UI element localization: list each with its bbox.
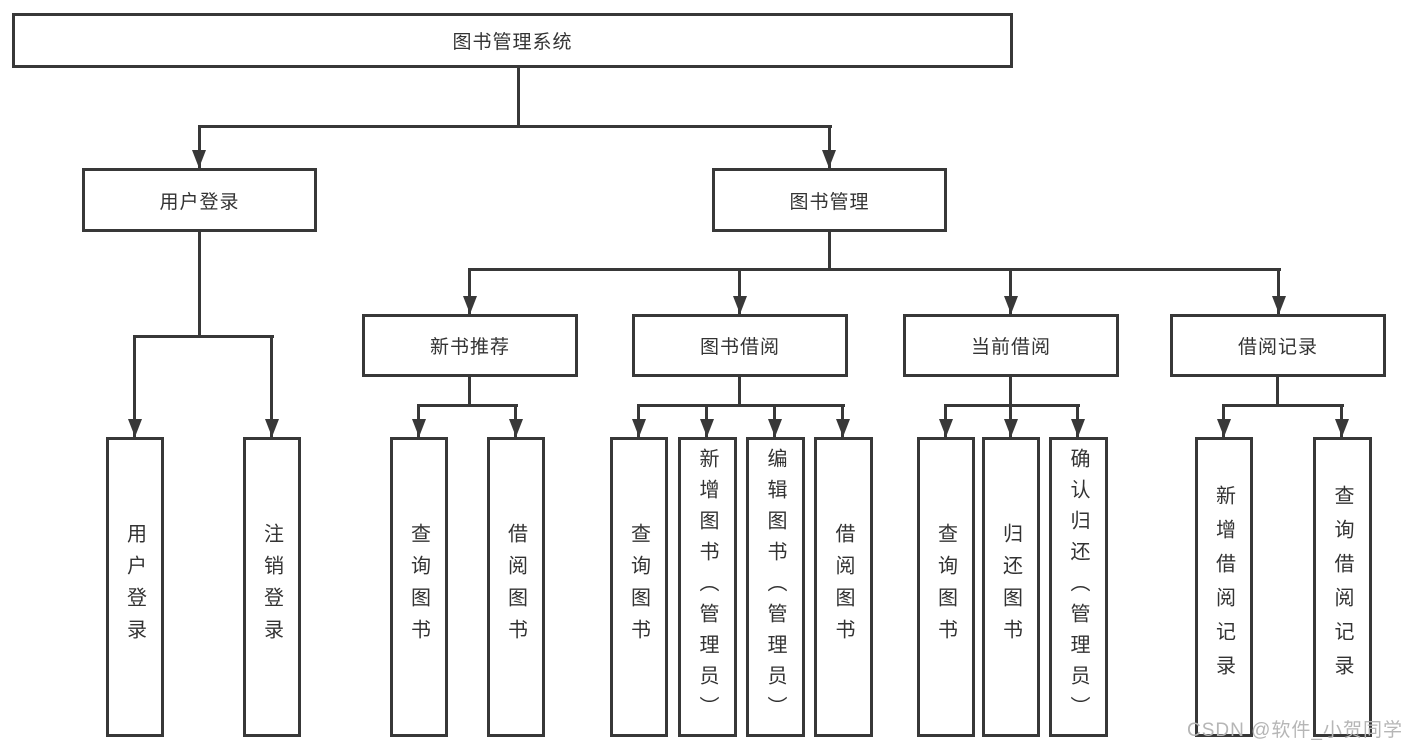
leaf-current-query: 查询图书: [917, 437, 975, 737]
arrow-down-icon: [632, 419, 646, 437]
leaf-logout-label: 注销登录: [260, 523, 283, 651]
leaf-current-return: 归还图书: [982, 437, 1040, 737]
node-user-login: 用户登录: [82, 168, 317, 232]
connector-drop-current-borrowing: [1009, 268, 1012, 314]
leaf-records-query-label: 查询借阅记录: [1331, 485, 1353, 689]
connector-current-borrowing-stem: [1009, 377, 1012, 407]
arrow-down-icon: [192, 150, 206, 168]
connector-drop-borrow-records: [1277, 268, 1280, 314]
connector-user-login-elbow: [133, 335, 274, 338]
node-book-borrowing: 图书借阅: [632, 314, 848, 377]
arrow-down-icon: [1335, 419, 1349, 437]
leaf-borrowing-borrow-label: 借阅图书: [832, 523, 854, 651]
arrow-down-icon: [412, 419, 426, 437]
connector-drop-user-login: [198, 125, 201, 168]
node-borrow-records: 借阅记录: [1170, 314, 1386, 377]
leaf-borrowing-borrow: 借阅图书: [814, 437, 873, 737]
arrow-down-icon: [836, 419, 850, 437]
leaf-newbooks-query: 查询图书: [390, 437, 448, 737]
arrow-down-icon: [768, 419, 782, 437]
csdn-watermark: CSDN @软件_小贺同学: [1187, 720, 1403, 741]
leaf-current-confirm-admin: 确认归还（管理员）: [1049, 437, 1108, 737]
node-book-management: 图书管理: [712, 168, 947, 232]
arrow-down-icon: [733, 296, 747, 314]
arrow-down-icon: [1004, 419, 1018, 437]
leaf-borrowing-query: 查询图书: [610, 437, 668, 737]
arrow-down-icon: [822, 150, 836, 168]
node-current-borrowing: 当前借阅: [903, 314, 1119, 377]
node-book-borrowing-label: 图书借阅: [699, 337, 780, 358]
arrow-down-icon: [509, 419, 523, 437]
leaf-current-query-label: 查询图书: [934, 523, 957, 651]
node-root: 图书管理系统: [12, 13, 1013, 68]
leaf-user-login-label: 用户登录: [123, 523, 146, 651]
leaf-newbooks-borrow-label: 借阅图书: [504, 523, 527, 651]
leaf-current-confirm-admin-label: 确认归还（管理员）: [1067, 447, 1089, 727]
leaf-user-login: 用户登录: [106, 437, 164, 737]
arrow-down-icon: [265, 419, 279, 437]
arrow-down-icon: [1071, 419, 1085, 437]
connector-drop-leaf-user-login: [133, 335, 136, 437]
connector-current-borrowing-elbow: [944, 404, 1080, 407]
leaf-newbooks-borrow: 借阅图书: [487, 437, 545, 737]
connector-new-books-elbow: [417, 404, 518, 407]
connector-drop-book-borrowing: [738, 268, 741, 314]
node-root-label: 图书管理系统: [452, 32, 573, 53]
arrow-down-icon: [939, 419, 953, 437]
leaf-borrowing-add-admin: 新增图书（管理员）: [678, 437, 737, 737]
connector-borrow-records-elbow: [1222, 404, 1344, 407]
node-current-borrowing-label: 当前借阅: [970, 337, 1051, 358]
leaf-borrowing-edit-admin: 编辑图书（管理员）: [746, 437, 805, 737]
leaf-newbooks-query-label: 查询图书: [407, 523, 430, 651]
connector-user-login-stem: [198, 232, 201, 338]
connector-drop-leaf-logout: [270, 335, 273, 437]
leaf-records-query: 查询借阅记录: [1313, 437, 1372, 737]
connector-book-mgmt-stem: [828, 232, 831, 271]
leaf-logout: 注销登录: [243, 437, 301, 737]
connector-root-stem: [517, 68, 520, 128]
leaf-current-return-label: 归还图书: [999, 523, 1022, 651]
connector-drop-book-mgmt: [828, 125, 831, 168]
leaf-borrowing-query-label: 查询图书: [627, 523, 650, 651]
arrow-down-icon: [1004, 296, 1018, 314]
leaf-borrowing-add-admin-label: 新增图书（管理员）: [696, 447, 718, 727]
connector-drop-new-books: [468, 268, 471, 314]
node-new-book-recommend: 新书推荐: [362, 314, 578, 377]
leaf-borrowing-edit-admin-label: 编辑图书（管理员）: [764, 447, 786, 727]
arrow-down-icon: [1272, 296, 1286, 314]
arrow-down-icon: [128, 419, 142, 437]
leaf-records-add-label: 新增借阅记录: [1212, 485, 1235, 689]
node-borrow-records-label: 借阅记录: [1237, 337, 1318, 358]
connector-new-books-stem: [468, 377, 471, 407]
connector-borrow-records-stem: [1276, 377, 1279, 407]
node-book-management-label: 图书管理: [789, 191, 870, 213]
arrow-down-icon: [463, 296, 477, 314]
connector-root-elbow: [198, 125, 832, 128]
node-new-book-recommend-label: 新书推荐: [429, 337, 510, 358]
connector-book-borrowing-stem: [738, 377, 741, 407]
leaf-records-add: 新增借阅记录: [1195, 437, 1253, 737]
node-user-login-label: 用户登录: [159, 191, 240, 213]
arrow-down-icon: [1217, 419, 1231, 437]
connector-book-mgmt-elbow: [468, 268, 1281, 271]
connector-book-borrowing-elbow: [637, 404, 845, 407]
arrow-down-icon: [700, 419, 714, 437]
